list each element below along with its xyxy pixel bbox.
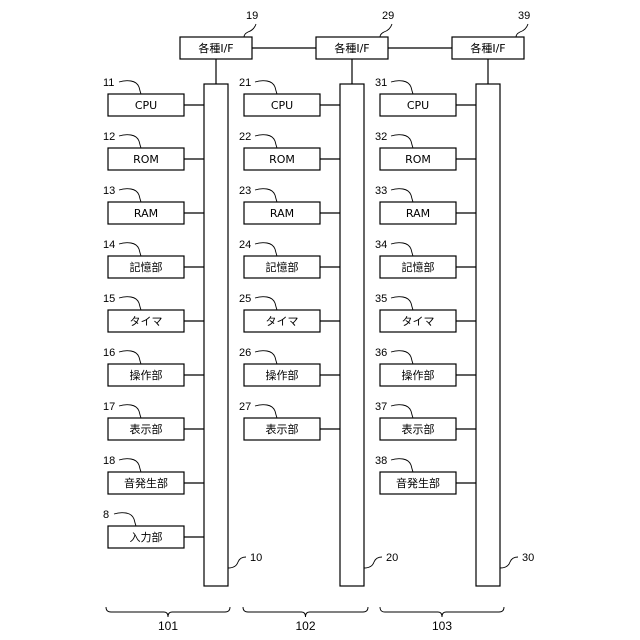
interface-label: 各種I/F (334, 41, 369, 55)
component-ref: 22 (239, 131, 251, 143)
component-label: 操作部 (266, 368, 299, 382)
bus-ref: 30 (522, 552, 534, 564)
component-label: 表示部 (402, 422, 435, 436)
component-ref-leader (391, 243, 413, 256)
component-ref: 25 (239, 293, 251, 305)
component-ref: 15 (103, 293, 115, 305)
component-label: CPU (407, 99, 429, 112)
component-ref: 34 (375, 239, 387, 251)
bus-bar (204, 84, 228, 586)
component-ref-leader (114, 513, 136, 526)
component-ref: 17 (103, 401, 115, 413)
component-ref: 14 (103, 239, 115, 251)
component-ref-leader (119, 189, 141, 202)
group-label: 103 (432, 619, 452, 633)
component-ref-leader (255, 243, 277, 256)
interface-ref-leader (244, 24, 256, 37)
interface-ref-leader (380, 24, 392, 37)
component-label: CPU (135, 99, 157, 112)
component-label: RAM (270, 207, 294, 220)
component-ref-leader (119, 297, 141, 310)
group-brace (380, 607, 504, 617)
component-ref: 11 (103, 77, 114, 89)
group-brace (106, 607, 230, 617)
component-label: ROM (405, 153, 431, 166)
bus-bar (476, 84, 500, 586)
component-ref: 27 (239, 401, 251, 413)
component-label: 表示部 (130, 422, 163, 436)
group-label: 101 (158, 619, 178, 633)
component-label: ROM (269, 153, 295, 166)
component-label: 音発生部 (124, 476, 168, 490)
component-label: 音発生部 (396, 476, 440, 490)
component-ref-leader (119, 135, 141, 148)
interface-ref: 19 (246, 10, 258, 22)
component-ref-leader (255, 405, 277, 418)
component-ref: 35 (375, 293, 387, 305)
interface-ref-leader (516, 24, 528, 37)
component-ref-leader (391, 459, 413, 472)
bus-ref-leader (364, 557, 382, 568)
interface-ref: 39 (518, 10, 530, 22)
component-label: ROM (133, 153, 159, 166)
component-ref-leader (119, 81, 141, 94)
component-label: 操作部 (402, 368, 435, 382)
component-label: RAM (134, 207, 158, 220)
component-ref: 13 (103, 185, 115, 197)
component-ref: 38 (375, 455, 387, 467)
component-ref: 12 (103, 131, 115, 143)
interface-label: 各種I/F (470, 41, 505, 55)
component-ref-leader (119, 351, 141, 364)
component-ref: 21 (239, 77, 251, 89)
component-ref-leader (391, 189, 413, 202)
component-ref: 8 (103, 509, 109, 521)
component-ref-leader (119, 459, 141, 472)
component-ref: 24 (239, 239, 251, 251)
component-label: 表示部 (266, 422, 299, 436)
component-ref-leader (119, 405, 141, 418)
component-label: タイマ (402, 315, 435, 328)
group-label: 102 (295, 619, 315, 633)
component-ref-leader (391, 135, 413, 148)
component-ref-leader (255, 297, 277, 310)
component-ref: 26 (239, 347, 251, 359)
component-ref-leader (255, 135, 277, 148)
component-label: 記憶部 (402, 260, 435, 274)
component-label: 入力部 (130, 530, 163, 544)
component-ref-leader (255, 189, 277, 202)
bus-ref-leader (228, 557, 246, 568)
component-ref-leader (255, 351, 277, 364)
component-ref-leader (391, 297, 413, 310)
component-ref: 31 (375, 77, 387, 89)
component-label: 記憶部 (266, 260, 299, 274)
bus-ref-leader (500, 557, 518, 568)
component-ref: 18 (103, 455, 115, 467)
component-ref-leader (391, 81, 413, 94)
component-label: 記憶部 (130, 260, 163, 274)
component-ref: 16 (103, 347, 115, 359)
component-ref: 33 (375, 185, 387, 197)
interface-ref: 29 (382, 10, 394, 22)
component-label: RAM (406, 207, 430, 220)
group-brace (243, 607, 368, 617)
interface-label: 各種I/F (198, 41, 233, 55)
component-label: タイマ (130, 315, 163, 328)
component-ref: 23 (239, 185, 251, 197)
component-ref: 32 (375, 131, 387, 143)
bus-ref: 10 (250, 552, 262, 564)
component-label: 操作部 (130, 368, 163, 382)
bus-ref: 20 (386, 552, 398, 564)
component-ref-leader (255, 81, 277, 94)
component-ref-leader (391, 351, 413, 364)
component-label: タイマ (266, 315, 299, 328)
component-ref: 37 (375, 401, 387, 413)
component-ref-leader (391, 405, 413, 418)
component-label: CPU (271, 99, 293, 112)
bus-bar (340, 84, 364, 586)
component-ref-leader (119, 243, 141, 256)
component-ref: 36 (375, 347, 387, 359)
